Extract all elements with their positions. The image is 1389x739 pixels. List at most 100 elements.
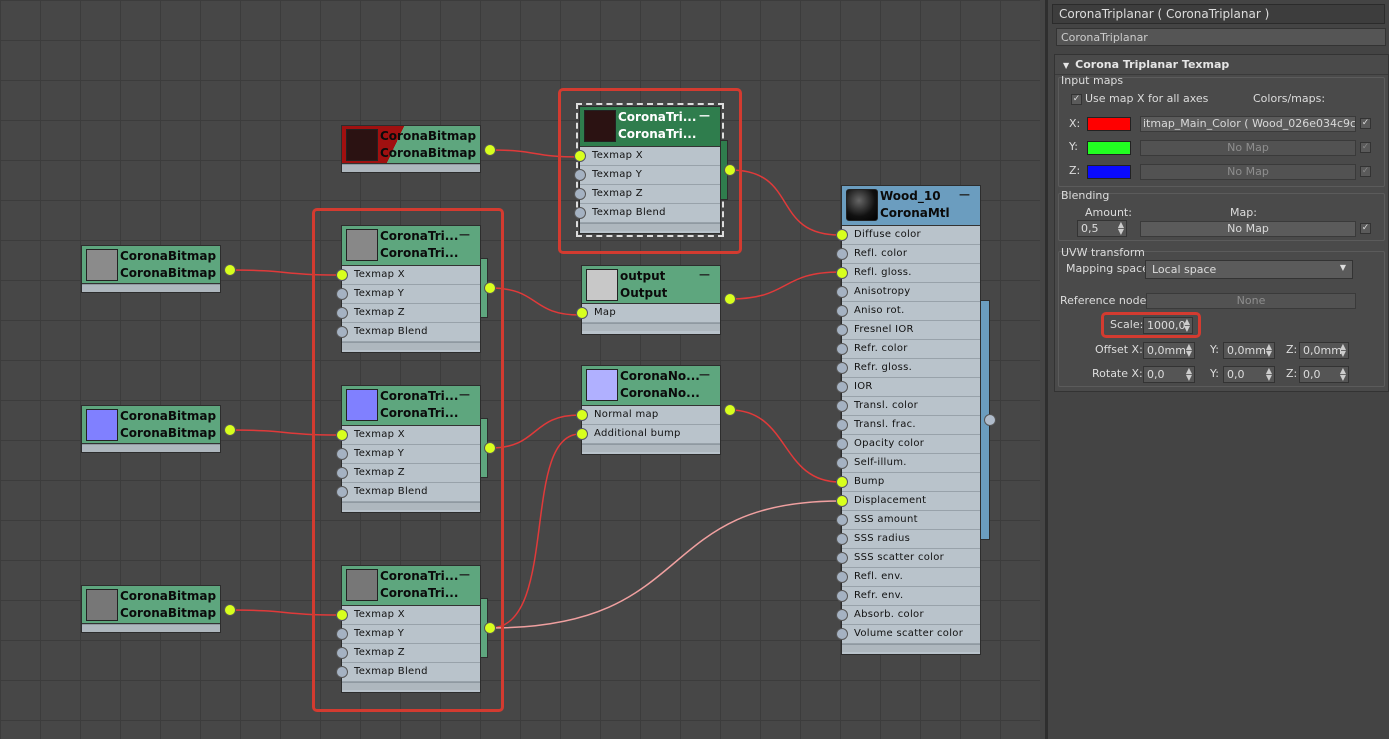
input-socket[interactable] <box>836 438 848 450</box>
mtl-slot[interactable]: IOR <box>836 378 980 397</box>
input-socket[interactable] <box>336 326 348 338</box>
rotate-y-spinner[interactable]: 0,0▲▼ <box>1223 366 1275 383</box>
reference-node-button[interactable]: None <box>1146 293 1356 309</box>
mtl-slot[interactable]: SSS amount <box>836 511 980 530</box>
rotate-x-spinner[interactable]: 0,0▲▼ <box>1143 366 1195 383</box>
minimize-icon[interactable]: — <box>699 268 710 281</box>
slot-texmap-x[interactable]: Texmap X <box>336 266 480 285</box>
input-socket[interactable] <box>576 409 588 421</box>
output-socket[interactable] <box>224 604 236 616</box>
input-socket[interactable] <box>836 267 848 279</box>
y-color-swatch[interactable] <box>1087 141 1131 155</box>
minimize-icon[interactable]: — <box>699 368 710 381</box>
rollout-header[interactable]: ▼Corona Triplanar Texmap <box>1055 55 1388 75</box>
input-socket[interactable] <box>836 229 848 241</box>
z-color-swatch[interactable] <box>1087 165 1131 179</box>
input-socket[interactable] <box>836 419 848 431</box>
mtl-slot[interactable]: Aniso rot. <box>836 302 980 321</box>
output-socket[interactable] <box>484 282 496 294</box>
y-map-checkbox[interactable]: ✓ <box>1360 142 1371 153</box>
mtl-slot[interactable]: Opacity color <box>836 435 980 454</box>
input-socket[interactable] <box>574 188 586 200</box>
slot-texmap-z[interactable]: Texmap Z <box>336 304 480 323</box>
output-socket[interactable] <box>484 622 496 634</box>
slot-texmap-x[interactable]: Texmap X <box>574 147 720 166</box>
node-corona-bitmap-top[interactable]: CoronaBitmap CoronaBitmap <box>341 125 481 173</box>
slot-texmap-x[interactable]: Texmap X <box>336 606 480 625</box>
mtl-slot[interactable]: Absorb. color <box>836 606 980 625</box>
input-socket[interactable] <box>336 448 348 460</box>
slot-texmap-blend[interactable]: Texmap Blend <box>336 483 480 502</box>
minimize-icon[interactable]: — <box>699 109 710 122</box>
node-corona-bitmap-3[interactable]: CoronaBitmap CoronaBitmap <box>81 585 221 633</box>
input-socket[interactable] <box>336 307 348 319</box>
z-map-checkbox[interactable]: ✓ <box>1360 166 1371 177</box>
input-socket[interactable] <box>836 343 848 355</box>
input-socket[interactable] <box>336 647 348 659</box>
input-socket[interactable] <box>336 429 348 441</box>
minimize-icon[interactable]: — <box>459 388 470 401</box>
slot-additional-bump[interactable]: Additional bump <box>576 425 720 444</box>
mtl-slot[interactable]: Refr. env. <box>836 587 980 606</box>
offset-z-spinner[interactable]: 0,0mm▲▼ <box>1299 342 1349 359</box>
slot-texmap-y[interactable]: Texmap Y <box>574 166 720 185</box>
input-socket[interactable] <box>336 609 348 621</box>
mtl-slot[interactable]: Displacement <box>836 492 980 511</box>
use-map-x-checkbox[interactable]: ✓ <box>1071 94 1082 105</box>
slot-texmap-blend[interactable]: Texmap Blend <box>336 663 480 682</box>
node-corona-triplanar-2[interactable]: CoronaTri... CoronaTri... — Texmap X Tex… <box>336 385 481 513</box>
mtl-slot[interactable]: Transl. frac. <box>836 416 980 435</box>
input-socket[interactable] <box>836 495 848 507</box>
mtl-slot[interactable]: Volume scatter color <box>836 625 980 644</box>
slot-texmap-z[interactable]: Texmap Z <box>574 185 720 204</box>
input-socket[interactable] <box>836 381 848 393</box>
input-socket[interactable] <box>836 590 848 602</box>
input-socket[interactable] <box>836 609 848 621</box>
input-socket[interactable] <box>576 428 588 440</box>
mtl-slot[interactable]: Refl. env. <box>836 568 980 587</box>
minimize-icon[interactable]: — <box>459 228 470 241</box>
map-name-field[interactable]: CoronaTriplanar <box>1056 28 1386 46</box>
x-color-swatch[interactable] <box>1087 117 1131 131</box>
slot-texmap-y[interactable]: Texmap Y <box>336 285 480 304</box>
slot-texmap-blend[interactable]: Texmap Blend <box>336 323 480 342</box>
input-socket[interactable] <box>336 269 348 281</box>
output-socket[interactable] <box>484 442 496 454</box>
mtl-slot[interactable]: Refl. gloss. <box>836 264 980 283</box>
node-corona-triplanar-selected[interactable]: CoronaTri... CoronaTri... — Texmap X Tex… <box>574 103 724 237</box>
node-corona-bitmap-2[interactable]: CoronaBitmap CoronaBitmap <box>81 405 221 453</box>
z-map-button[interactable]: No Map <box>1140 164 1356 180</box>
input-socket[interactable] <box>836 571 848 583</box>
minimize-icon[interactable]: — <box>459 568 470 581</box>
input-socket[interactable] <box>336 467 348 479</box>
x-map-checkbox[interactable]: ✓ <box>1360 118 1371 129</box>
input-socket[interactable] <box>836 533 848 545</box>
offset-y-spinner[interactable]: 0,0mm▲▼ <box>1223 342 1275 359</box>
mtl-slot[interactable]: Bump <box>836 473 980 492</box>
output-socket[interactable] <box>724 293 736 305</box>
node-corona-triplanar-1[interactable]: CoronaTri... CoronaTri... — Texmap X Tex… <box>336 225 481 353</box>
output-socket[interactable] <box>724 164 736 176</box>
slot-texmap-x[interactable]: Texmap X <box>336 426 480 445</box>
input-socket[interactable] <box>836 248 848 260</box>
input-socket[interactable] <box>336 486 348 498</box>
output-socket[interactable] <box>984 414 996 426</box>
slot-normal-map[interactable]: Normal map <box>576 406 720 425</box>
mtl-slot[interactable]: Diffuse color <box>836 226 980 245</box>
mtl-slot[interactable]: Refl. color <box>836 245 980 264</box>
input-socket[interactable] <box>836 514 848 526</box>
rotate-z-spinner[interactable]: 0,0▲▼ <box>1299 366 1349 383</box>
mtl-slot[interactable]: Anisotropy <box>836 283 980 302</box>
amount-spinner[interactable]: 0,5▲▼ <box>1077 220 1127 237</box>
mtl-slot[interactable]: Refr. color <box>836 340 980 359</box>
input-socket[interactable] <box>836 552 848 564</box>
node-corona-normal[interactable]: CoronaNo... CoronaNo... — Normal map Add… <box>576 365 721 455</box>
slot-map[interactable]: Map <box>576 304 720 323</box>
slot-texmap-y[interactable]: Texmap Y <box>336 625 480 644</box>
output-socket[interactable] <box>724 404 736 416</box>
mtl-slot[interactable]: SSS radius <box>836 530 980 549</box>
output-socket[interactable] <box>224 264 236 276</box>
input-socket[interactable] <box>836 476 848 488</box>
node-output[interactable]: output Output — Map <box>576 265 721 335</box>
